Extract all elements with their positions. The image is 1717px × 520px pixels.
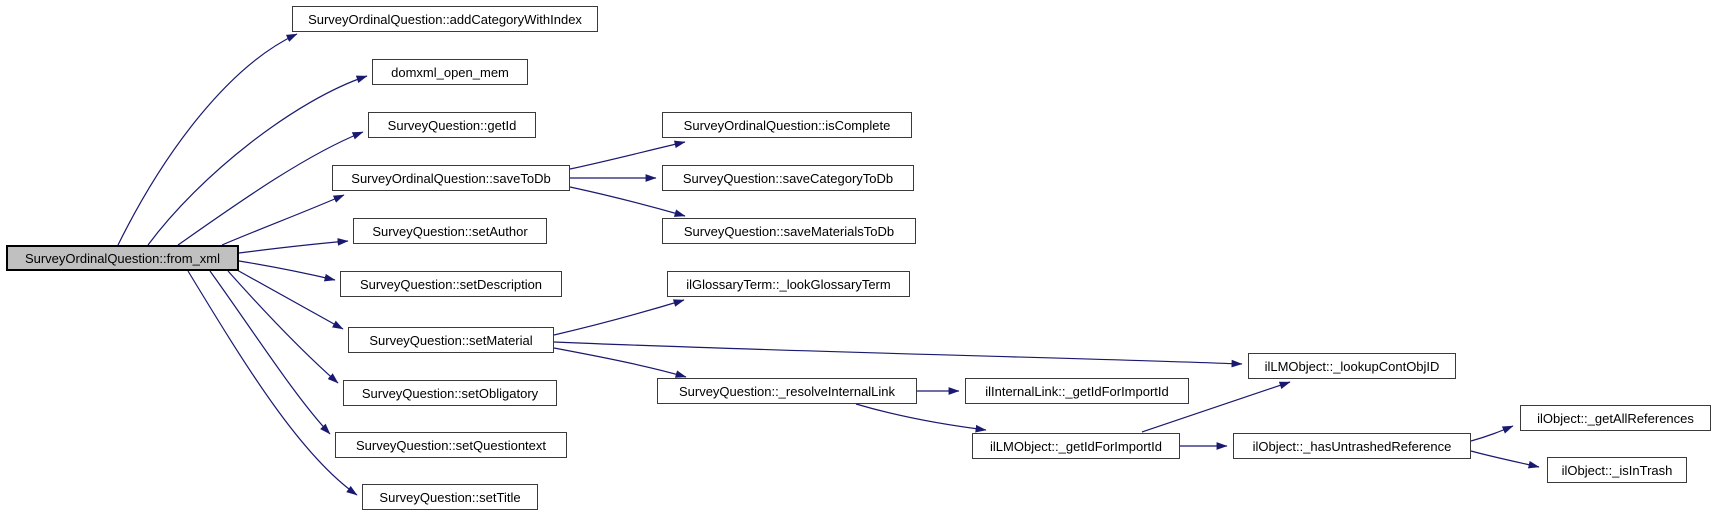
edge-save-to-db-to-is-complete: [569, 140, 686, 170]
node-get-id[interactable]: SurveyQuestion::getId: [368, 112, 536, 138]
node-resolve-internal-link[interactable]: SurveyQuestion::_resolveInternalLink: [657, 378, 917, 404]
edge-illm-get-id-for-import-id-to-lookup-cont-obj-id: [1141, 381, 1291, 433]
node-set-description[interactable]: SurveyQuestion::setDescription: [340, 271, 562, 297]
edge-has-untrashed-reference-to-is-in-trash: [1470, 450, 1540, 469]
node-from-xml: SurveyOrdinalQuestion::from_xml: [6, 245, 239, 271]
node-illm-get-id-for-import-id[interactable]: ilLMObject::_getIdForImportId: [972, 433, 1180, 459]
edge-set-material-to-lookup-cont-obj-id: [553, 341, 1243, 368]
node-is-in-trash[interactable]: ilObject::_isInTrash: [1547, 457, 1687, 483]
edge-from-xml-to-set-title: [187, 270, 358, 496]
edge-from-xml-to-get-id: [177, 131, 364, 246]
node-set-obligatory[interactable]: SurveyQuestion::setObligatory: [343, 380, 557, 406]
edge-from-xml-to-set-questiontext: [209, 270, 331, 435]
edge-from-xml-to-set-description: [238, 260, 336, 282]
edge-from-xml-to-save-to-db: [221, 194, 345, 246]
edge-from-xml-to-set-obligatory: [227, 270, 339, 384]
node-is-complete[interactable]: SurveyOrdinalQuestion::isComplete: [662, 112, 912, 138]
node-set-title[interactable]: SurveyQuestion::setTitle: [362, 484, 538, 510]
node-save-to-db[interactable]: SurveyOrdinalQuestion::saveToDb: [332, 165, 570, 191]
node-look-glossary-term[interactable]: ilGlossaryTerm::_lookGlossaryTerm: [667, 271, 910, 297]
edge-set-material-to-look-glossary-term: [553, 299, 685, 336]
edge-from-xml-to-set-author: [238, 238, 349, 254]
node-ilink-get-id-for-import-id[interactable]: ilInternalLink::_getIdForImportId: [965, 378, 1189, 404]
node-lookup-cont-obj-id[interactable]: ilLMObject::_lookupContObjID: [1248, 353, 1456, 379]
node-set-material[interactable]: SurveyQuestion::setMaterial: [348, 327, 554, 353]
edge-save-to-db-to-save-materials-to-db: [569, 186, 686, 217]
edge-set-material-to-resolve-internal-link: [553, 347, 687, 378]
node-save-materials-to-db[interactable]: SurveyQuestion::saveMaterialsToDb: [662, 218, 916, 244]
node-add-category-with-index[interactable]: SurveyOrdinalQuestion::addCategoryWithIn…: [292, 6, 598, 32]
edge-from-xml-to-add-category-with-index: [117, 33, 298, 246]
edge-has-untrashed-reference-to-get-all-references: [1470, 425, 1514, 442]
edge-from-xml-to-domxml-open-mem: [147, 75, 368, 246]
edge-resolve-internal-link-to-illm-get-id-for-import-id: [855, 403, 987, 433]
node-has-untrashed-reference[interactable]: ilObject::_hasUntrashedReference: [1233, 433, 1471, 459]
node-domxml-open-mem[interactable]: domxml_open_mem: [372, 59, 528, 85]
node-get-all-references[interactable]: ilObject::_getAllReferences: [1520, 405, 1711, 431]
node-set-author[interactable]: SurveyQuestion::setAuthor: [353, 218, 547, 244]
node-set-questiontext[interactable]: SurveyQuestion::setQuestiontext: [335, 432, 567, 458]
edge-from-xml-to-set-material: [236, 269, 344, 330]
node-save-category-to-db[interactable]: SurveyQuestion::saveCategoryToDb: [662, 165, 914, 191]
